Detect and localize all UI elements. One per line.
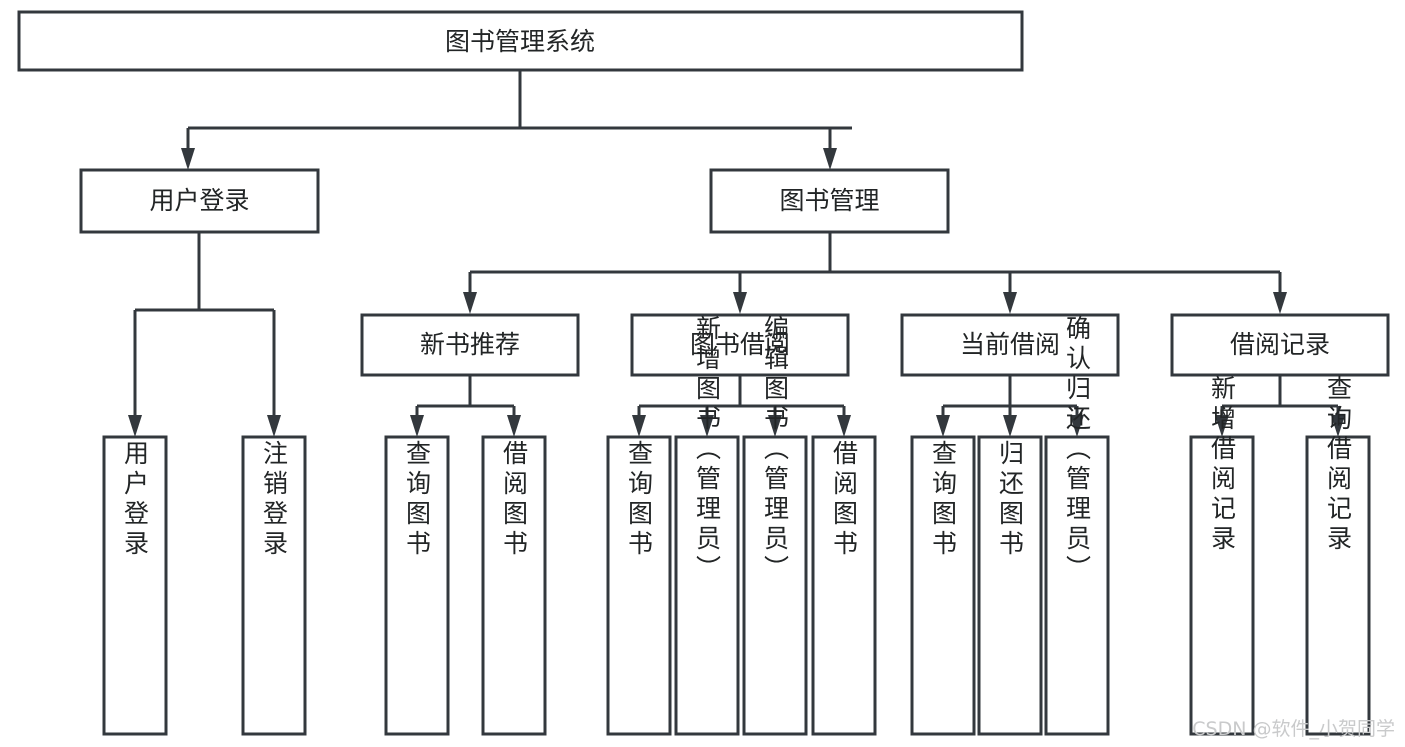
node-leaf-query-book-1[interactable]: 查询图书 [384, 435, 450, 736]
arrow-head-icon [1003, 292, 1017, 314]
node-leaf-logout[interactable]: 注销登录 [241, 435, 307, 736]
node-leaf-borrow-book-2[interactable]: 借阅图书 [811, 435, 877, 736]
node-leaf-add-record-label: 新增借阅记录 [1208, 375, 1237, 555]
arrow-head-icon [1331, 415, 1345, 437]
node-current-borrow-label: 当前借阅 [960, 330, 1060, 359]
node-current-borrow[interactable]: 当前借阅 [900, 313, 1120, 377]
node-book-manage[interactable]: 图书管理 [709, 168, 950, 234]
node-leaf-add-record[interactable]: 新增借阅记录 [1189, 375, 1255, 736]
node-root[interactable]: 图书管理系统 [17, 10, 1024, 72]
node-user-login[interactable]: 用户登录 [79, 168, 320, 234]
node-leaf-return-book-label: 归还图书 [996, 440, 1025, 560]
node-leaf-query-book-1-label: 查询图书 [403, 440, 432, 560]
node-leaf-query-book-2[interactable]: 查询图书 [606, 435, 672, 736]
arrow-head-icon [1273, 292, 1287, 314]
node-leaf-confirm-return[interactable]: 确认归还（管理员） [1044, 315, 1110, 736]
watermark-text: CSDN @软件_小贺同学 [1192, 718, 1395, 740]
node-book-borrow-label: 图书借阅 [690, 330, 790, 359]
node-leaf-query-book-2-label: 查询图书 [625, 440, 654, 560]
arrow-head-icon [267, 415, 281, 437]
connector-newbook-to-leaves [410, 375, 521, 437]
connector-bookborrow-to-leaves [632, 375, 851, 437]
node-leaf-borrow-book-1-label: 借阅图书 [500, 440, 529, 560]
node-leaf-add-book-label: 新增图书（管理员） [693, 315, 722, 585]
node-leaf-borrow-book-1[interactable]: 借阅图书 [481, 435, 547, 736]
node-leaf-query-book-3[interactable]: 查询图书 [910, 435, 976, 736]
node-user-login-label: 用户登录 [149, 186, 249, 215]
arrow-head-icon [823, 148, 837, 170]
arrow-head-icon [837, 415, 851, 437]
arrow-head-icon [1215, 415, 1229, 437]
arrow-head-icon [410, 415, 424, 437]
connector-bookmanage-to-level3 [463, 232, 1287, 314]
arrow-head-icon [768, 415, 782, 437]
node-leaf-borrow-book-2-label: 借阅图书 [830, 440, 859, 560]
node-leaf-query-record[interactable]: 查询借阅记录 [1305, 375, 1371, 736]
node-new-book-rec[interactable]: 新书推荐 [360, 313, 580, 377]
node-root-label: 图书管理系统 [445, 27, 595, 56]
connector-root-to-level2 [181, 70, 852, 170]
arrow-head-icon [700, 415, 714, 437]
node-leaf-query-book-3-label: 查询图书 [929, 440, 958, 560]
node-book-manage-label: 图书管理 [779, 186, 879, 215]
node-borrow-record-label: 借阅记录 [1230, 330, 1330, 359]
arrow-head-icon [1070, 415, 1084, 437]
arrow-head-icon [463, 292, 477, 314]
node-leaf-confirm-return-label: 确认归还（管理员） [1063, 315, 1092, 585]
connector-borrowrecord-to-leaves [1215, 375, 1345, 437]
arrow-head-icon [632, 415, 646, 437]
node-leaf-logout-label: 注销登录 [260, 440, 289, 560]
connector-currentborrow-to-leaves [936, 375, 1084, 437]
arrow-head-icon [936, 415, 950, 437]
arrow-head-icon [128, 415, 142, 437]
node-leaf-user-login[interactable]: 用户登录 [102, 435, 168, 736]
node-borrow-record[interactable]: 借阅记录 [1170, 313, 1390, 377]
node-leaf-edit-book-label: 编辑图书（管理员） [761, 315, 790, 585]
arrow-head-icon [733, 292, 747, 314]
node-leaf-return-book[interactable]: 归还图书 [977, 435, 1043, 736]
arrow-head-icon [507, 415, 521, 437]
connector-userlogin-to-leaves [128, 232, 281, 437]
node-leaf-add-book[interactable]: 新增图书（管理员） [674, 315, 740, 736]
node-new-book-rec-label: 新书推荐 [420, 330, 520, 359]
arrow-head-icon [1003, 415, 1017, 437]
node-leaf-query-record-label: 查询借阅记录 [1324, 375, 1353, 555]
node-leaf-edit-book[interactable]: 编辑图书（管理员） [742, 315, 808, 736]
node-leaf-user-login-label: 用户登录 [121, 440, 150, 560]
node-book-borrow[interactable]: 图书借阅 [630, 313, 850, 377]
arrow-head-icon [181, 148, 195, 170]
